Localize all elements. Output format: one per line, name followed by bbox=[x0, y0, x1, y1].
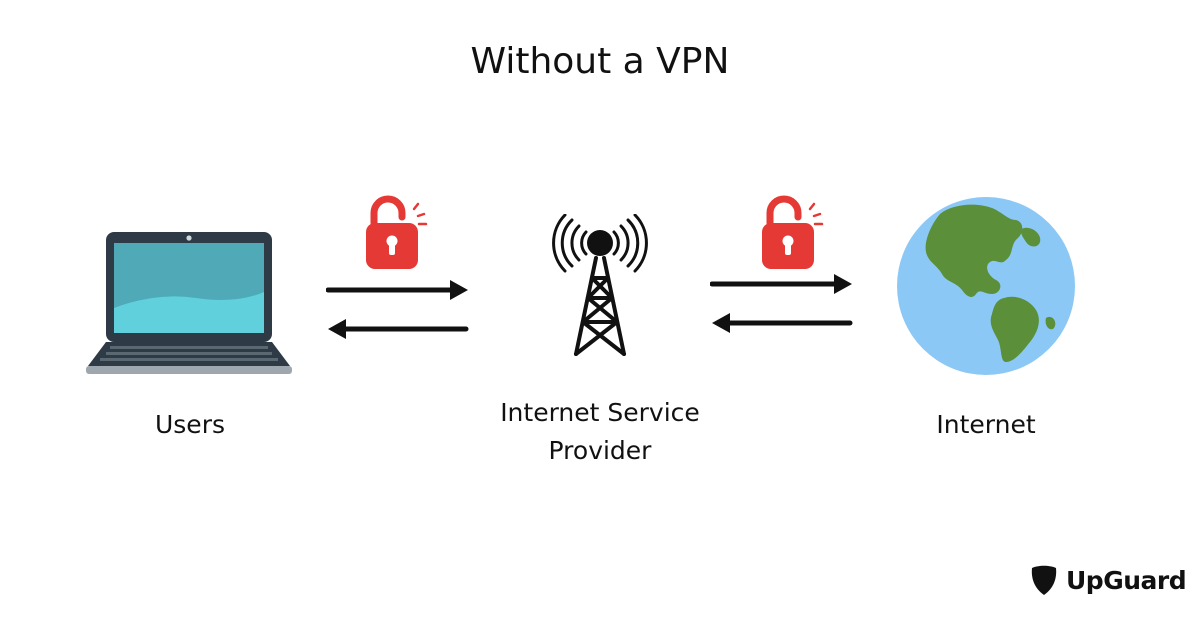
diagram-title: Without a VPN bbox=[470, 41, 730, 82]
unlocked-padlock-icon bbox=[366, 195, 428, 269]
node-label-internet: Internet bbox=[936, 410, 1036, 439]
arrow-left-internet-to-isp bbox=[712, 313, 853, 333]
globe-icon bbox=[897, 197, 1075, 375]
node-label-isp: Internet Service Provider bbox=[470, 394, 730, 470]
arrow-right-isp-to-internet bbox=[710, 274, 852, 294]
brand-name: UpGuard bbox=[1066, 565, 1187, 595]
cell-tower-icon bbox=[552, 214, 648, 356]
node-label-users: Users bbox=[154, 410, 225, 439]
shield-logo-icon bbox=[1031, 565, 1057, 595]
arrow-right-users-to-isp bbox=[326, 280, 468, 300]
node-label-isp-line2: Provider bbox=[548, 436, 652, 465]
laptop-icon bbox=[86, 232, 292, 374]
unlocked-padlock-icon bbox=[762, 195, 824, 269]
arrow-left-isp-to-users bbox=[328, 319, 469, 339]
brand-logo: UpGuard bbox=[1030, 564, 1187, 596]
node-label-isp-line1: Internet Service bbox=[500, 398, 700, 427]
